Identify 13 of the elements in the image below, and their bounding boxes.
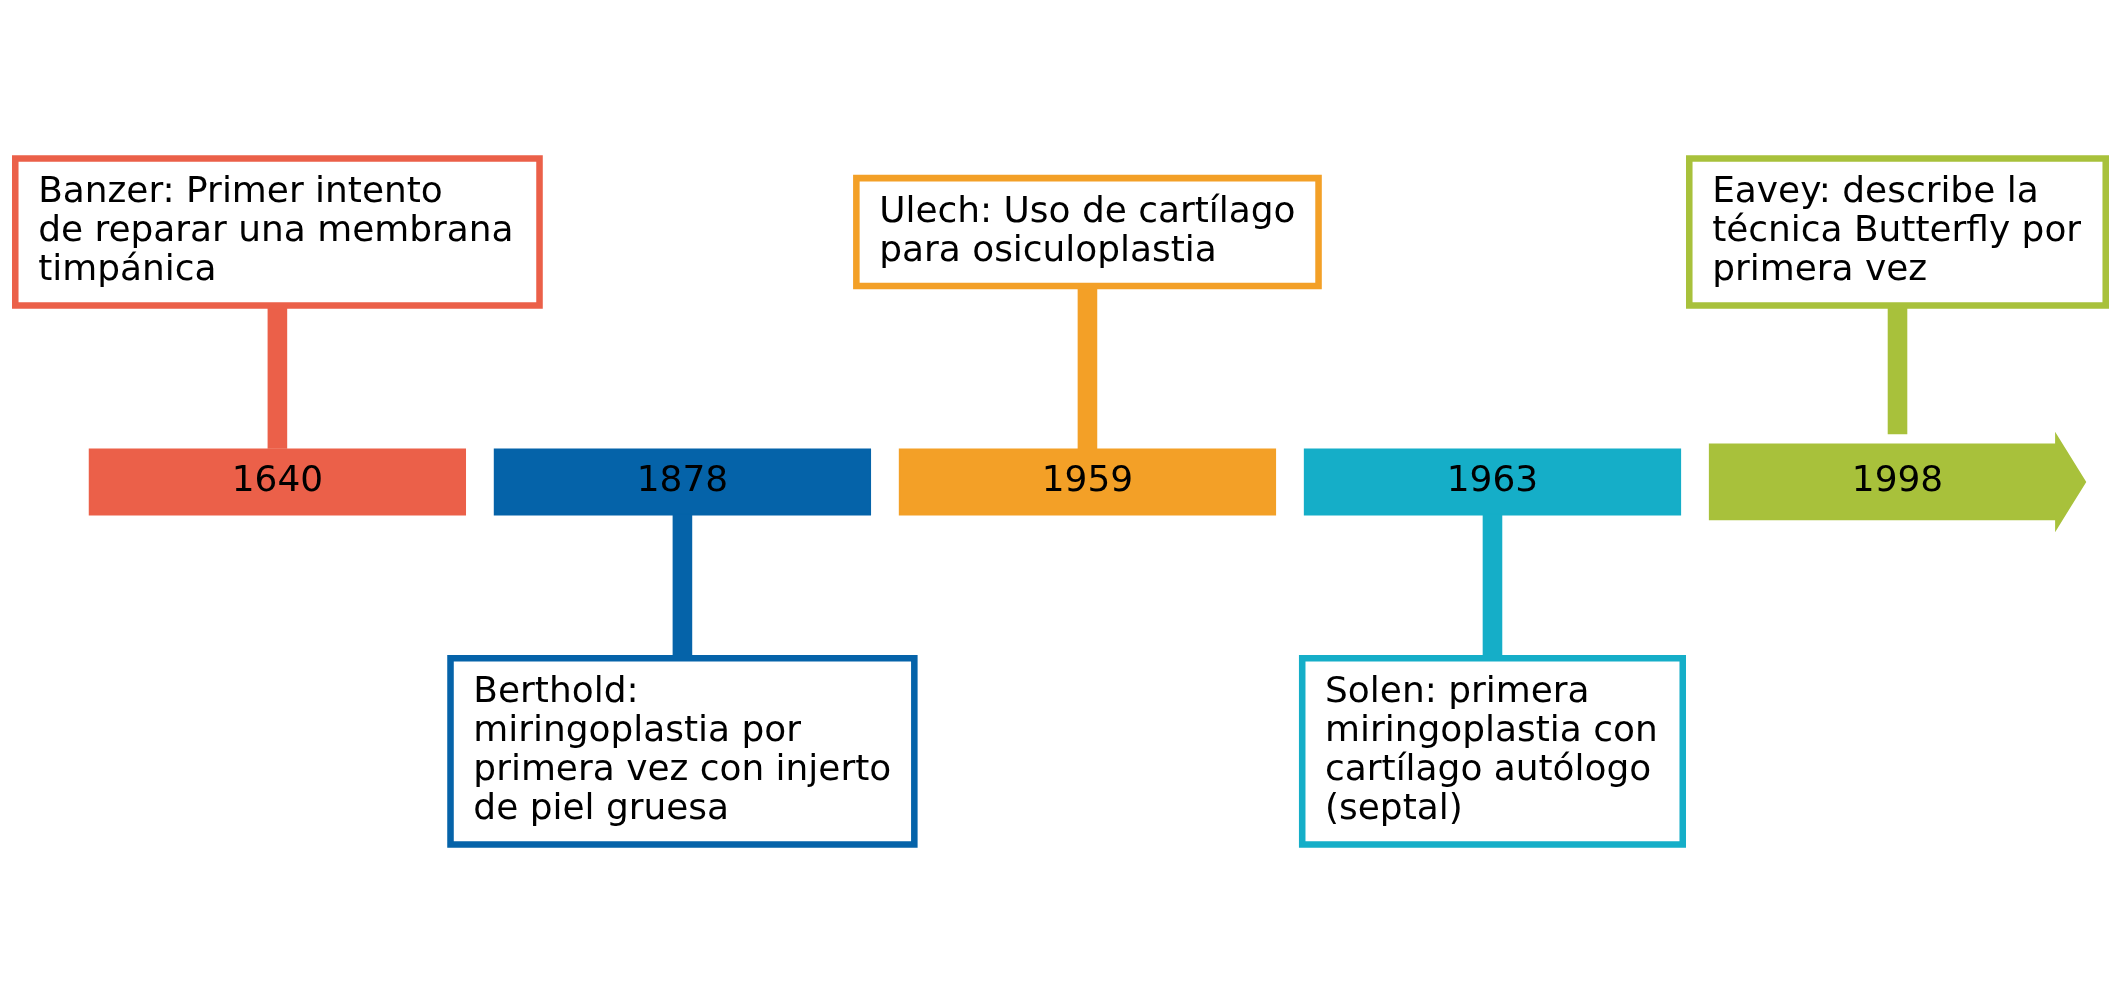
node-box: 1640: [88, 447, 467, 515]
node-box: Banzer: Primer intento de reparar una membrana timpánica: [12, 154, 543, 309]
node-box: 1878: [493, 447, 872, 515]
connector: [672, 514, 693, 658]
connector: [1482, 514, 1503, 658]
connector: [1887, 305, 1908, 434]
node-box: Berthold: miringoplastia por primera vez con injerto de piel gruesa: [447, 654, 918, 848]
connector: [267, 305, 288, 449]
node-box: Ulech: Uso de cartílago para osiculoplastia: [853, 174, 1322, 289]
node-box: 1963: [1303, 447, 1682, 515]
node-box: Solen: primera miringoplastia con cartílago autólogo (septal): [1298, 654, 1686, 848]
node-box: 1959: [898, 447, 1277, 515]
node-box: Eavey: describe la técnica Butterfly por primera vez: [1686, 154, 2109, 309]
